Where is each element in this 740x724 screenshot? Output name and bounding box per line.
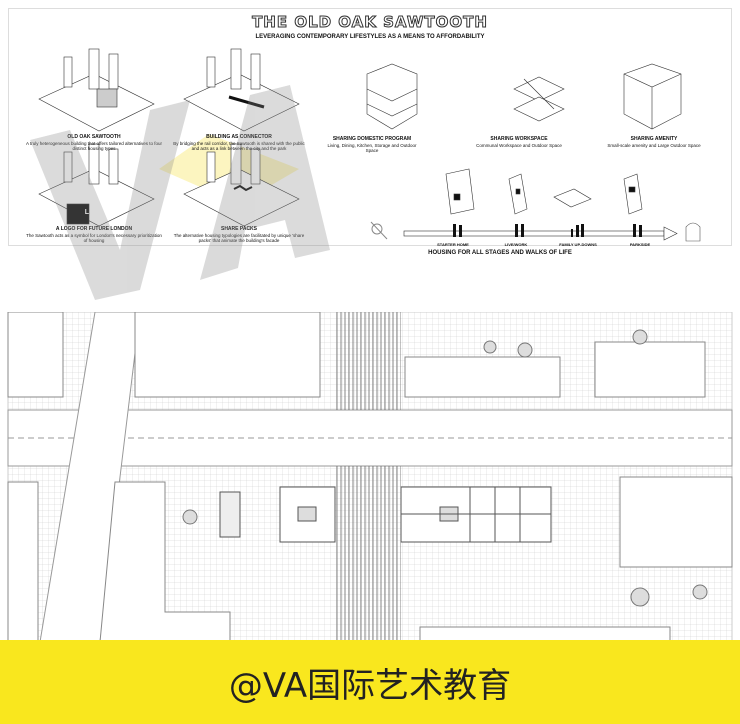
amenity-axo xyxy=(623,63,682,130)
axonometric-diagrams xyxy=(38,48,701,242)
life-timeline-arrow xyxy=(403,226,678,241)
ldn-logo: LDN xyxy=(84,209,100,216)
city-block-axo-2 xyxy=(183,48,300,132)
building-block xyxy=(619,476,733,568)
building-block xyxy=(134,312,321,398)
building-block xyxy=(7,481,39,642)
workspace-axo xyxy=(513,76,565,122)
presentation-board: THE OLD OAK SAWTOOTH LEVERAGING CONTEMPO… xyxy=(8,8,732,247)
gravestone-icon xyxy=(685,222,701,242)
building-block xyxy=(594,341,706,398)
site-plan xyxy=(7,312,733,642)
stage-starter-home: STARTER HOME xyxy=(437,242,469,247)
rail-corridor-south xyxy=(335,466,401,642)
stage-parkside: PARKSIDE xyxy=(629,242,651,247)
city-block-axo-1 xyxy=(38,48,155,132)
stage-family-up-downs: FAMILY UP-DOWNS xyxy=(559,242,597,247)
people-silhouettes xyxy=(453,224,642,237)
diagonal-road xyxy=(39,312,141,642)
city-block-axo-3 xyxy=(38,143,155,227)
board-subtitle: LEVERAGING CONTEMPORARY LIFESTYLES AS A … xyxy=(255,34,485,40)
housing-typologies xyxy=(445,168,643,215)
building-block xyxy=(7,312,64,398)
stroller-icon xyxy=(370,221,388,240)
city-block-axo-4 xyxy=(183,143,300,227)
board-title: THE OLD OAK SAWTOOTH xyxy=(252,13,488,31)
building-block xyxy=(99,481,231,642)
housing-caption: HOUSING FOR ALL STAGES AND WALKS OF LIFE xyxy=(428,250,572,256)
sawtooth-building xyxy=(219,486,552,543)
building-block xyxy=(404,356,561,398)
rail-corridor-north xyxy=(335,312,401,410)
banner-text: @VA国际艺术教育 xyxy=(228,665,512,706)
trees xyxy=(182,329,708,607)
building-block xyxy=(419,626,671,642)
stage-live-work: LIVE/WORK xyxy=(504,242,528,247)
brand-banner: @VA国际艺术教育 xyxy=(0,640,740,724)
domestic-program-axo xyxy=(366,63,418,130)
